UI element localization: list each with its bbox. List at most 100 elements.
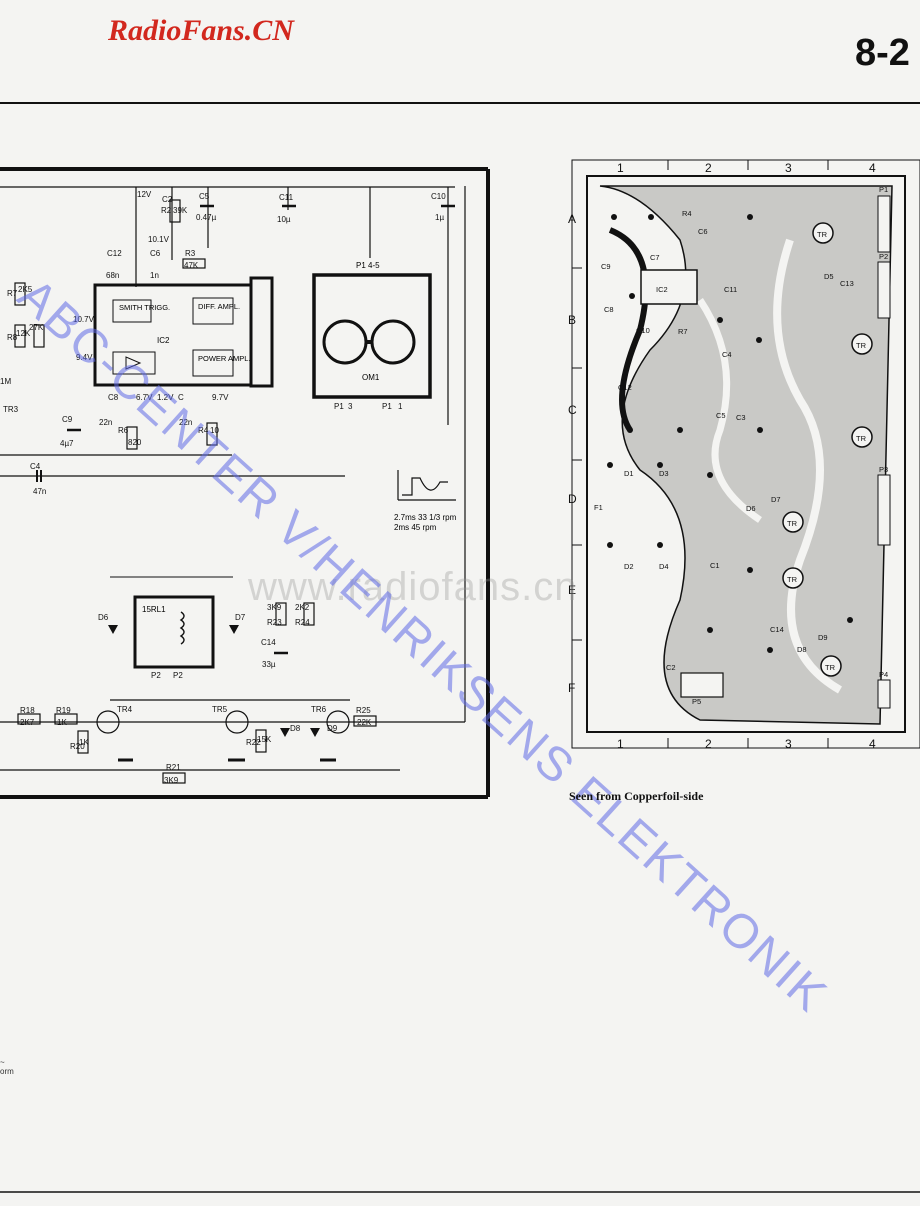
part-glyphs xyxy=(14,199,455,784)
svg-text:TR: TR xyxy=(856,341,867,350)
site-brand: RadioFans.CN xyxy=(108,14,294,47)
svg-text:47K: 47K xyxy=(184,261,199,270)
svg-text:C9: C9 xyxy=(62,415,73,424)
svg-text:C10: C10 xyxy=(431,192,446,201)
svg-text:D9: D9 xyxy=(818,633,828,642)
pcb-row-b: B xyxy=(568,313,576,327)
svg-text:P1: P1 xyxy=(382,402,392,411)
svg-text:C2: C2 xyxy=(666,663,676,672)
svg-text:D8: D8 xyxy=(290,724,301,733)
svg-text:R23: R23 xyxy=(267,618,282,627)
svg-text:P3: P3 xyxy=(879,465,888,474)
pcb-row-e: E xyxy=(568,583,576,597)
trace-line-1: ~ xyxy=(0,1058,5,1067)
pcb-row-c: C xyxy=(568,403,577,417)
motor-label: OM1 xyxy=(362,373,380,382)
svg-text:3: 3 xyxy=(348,402,353,411)
svg-text:15K: 15K xyxy=(257,735,272,744)
svg-text:C: C xyxy=(178,393,184,402)
pcb-col-4: 4 xyxy=(869,161,876,175)
svg-text:C6: C6 xyxy=(150,249,161,258)
svg-text:68n: 68n xyxy=(106,271,119,280)
svg-text:1K: 1K xyxy=(79,738,89,747)
svg-text:P5: P5 xyxy=(692,697,701,706)
svg-text:R22: R22 xyxy=(246,738,261,747)
svg-text:C8: C8 xyxy=(604,305,614,314)
svg-text:R8: R8 xyxy=(7,333,18,342)
site-watermark: www.radiofans.cn xyxy=(248,565,578,609)
svg-text:R7: R7 xyxy=(678,327,688,336)
svg-text:R6: R6 xyxy=(118,426,129,435)
svg-text:D7: D7 xyxy=(235,613,246,622)
pcb-row-a: A xyxy=(568,212,576,226)
svg-text:C8: C8 xyxy=(108,393,119,402)
svg-text:820: 820 xyxy=(128,438,142,447)
svg-text:1: 1 xyxy=(398,402,403,411)
relay-block: 15RL1 xyxy=(110,576,233,669)
svg-text:TR: TR xyxy=(787,519,798,528)
svg-text:12V: 12V xyxy=(137,190,152,199)
svg-text:10µ: 10µ xyxy=(277,215,291,224)
pcb-col-4-bottom: 4 xyxy=(869,737,876,751)
svg-text:3K9: 3K9 xyxy=(164,776,179,785)
svg-text:D1: D1 xyxy=(624,469,634,478)
svg-text:R7: R7 xyxy=(7,289,18,298)
svg-text:D9: D9 xyxy=(327,724,338,733)
svg-text:P1: P1 xyxy=(334,402,344,411)
ic-label: IC2 xyxy=(157,336,170,345)
svg-text:C4: C4 xyxy=(722,350,732,359)
svg-text:P2: P2 xyxy=(151,671,161,680)
svg-text:D2: D2 xyxy=(624,562,634,571)
ic2-block: SMITH TRIGG. DIFF. AMPL. POWER AMPL. IC2 xyxy=(93,276,274,388)
svg-text:IC2: IC2 xyxy=(656,285,668,294)
svg-text:C4: C4 xyxy=(30,462,41,471)
svg-text:C5: C5 xyxy=(199,192,210,201)
svg-text:1n: 1n xyxy=(150,271,159,280)
svg-text:C14: C14 xyxy=(770,625,784,634)
svg-text:1M: 1M xyxy=(0,377,11,386)
svg-text:P1 4-5: P1 4-5 xyxy=(356,261,380,270)
svg-text:P2: P2 xyxy=(879,252,888,261)
svg-text:3K9: 3K9 xyxy=(267,603,282,612)
svg-text:1K: 1K xyxy=(57,718,67,727)
ic-block-diff: DIFF. AMPL. xyxy=(198,302,240,311)
svg-text:C3: C3 xyxy=(736,413,746,422)
pcb-row-f: F xyxy=(568,681,575,695)
ic-block-power: POWER AMPL. xyxy=(198,354,251,363)
schematic-frame xyxy=(0,167,490,799)
svg-text:C11: C11 xyxy=(279,193,294,202)
svg-text:R25: R25 xyxy=(356,706,371,715)
waveform-note-1: 2.7ms 33 1/3 rpm xyxy=(394,513,457,522)
svg-text:C12: C12 xyxy=(618,383,632,392)
svg-text:C9: C9 xyxy=(601,262,611,271)
trace-line-2: orm xyxy=(0,1067,14,1076)
pcb-col-1-bottom: 1 xyxy=(617,737,624,751)
svg-text:C7: C7 xyxy=(650,253,660,262)
pcb-col-2: 2 xyxy=(705,161,712,175)
pcb-col-3-bottom: 3 xyxy=(785,737,792,751)
svg-text:TR4: TR4 xyxy=(117,705,133,714)
svg-text:C6: C6 xyxy=(698,227,708,236)
svg-text:TR: TR xyxy=(787,575,798,584)
waveform-sketch xyxy=(397,470,456,501)
svg-text:C2: C2 xyxy=(162,195,173,204)
svg-text:C10: C10 xyxy=(636,326,650,335)
svg-text:C1: C1 xyxy=(710,561,720,570)
diode-symbols xyxy=(108,625,320,737)
pcb-col-2-bottom: 2 xyxy=(705,737,712,751)
svg-text:27K: 27K xyxy=(29,323,44,332)
pcb-col-1: 1 xyxy=(617,161,624,175)
svg-text:R18: R18 xyxy=(20,706,35,715)
svg-text:22n: 22n xyxy=(179,418,192,427)
supply-rail xyxy=(0,186,455,477)
svg-text:D3: D3 xyxy=(659,469,669,478)
pcb-grid-ticks xyxy=(572,160,829,748)
svg-text:TR6: TR6 xyxy=(311,705,327,714)
svg-text:0.47µ: 0.47µ xyxy=(196,213,217,222)
svg-text:2K2: 2K2 xyxy=(295,603,310,612)
ic-block-smith: SMITH TRIGG. xyxy=(119,303,170,312)
svg-text:R19: R19 xyxy=(56,706,71,715)
svg-text:4µ7: 4µ7 xyxy=(60,439,74,448)
svg-text:D4: D4 xyxy=(659,562,669,571)
svg-text:D6: D6 xyxy=(98,613,109,622)
